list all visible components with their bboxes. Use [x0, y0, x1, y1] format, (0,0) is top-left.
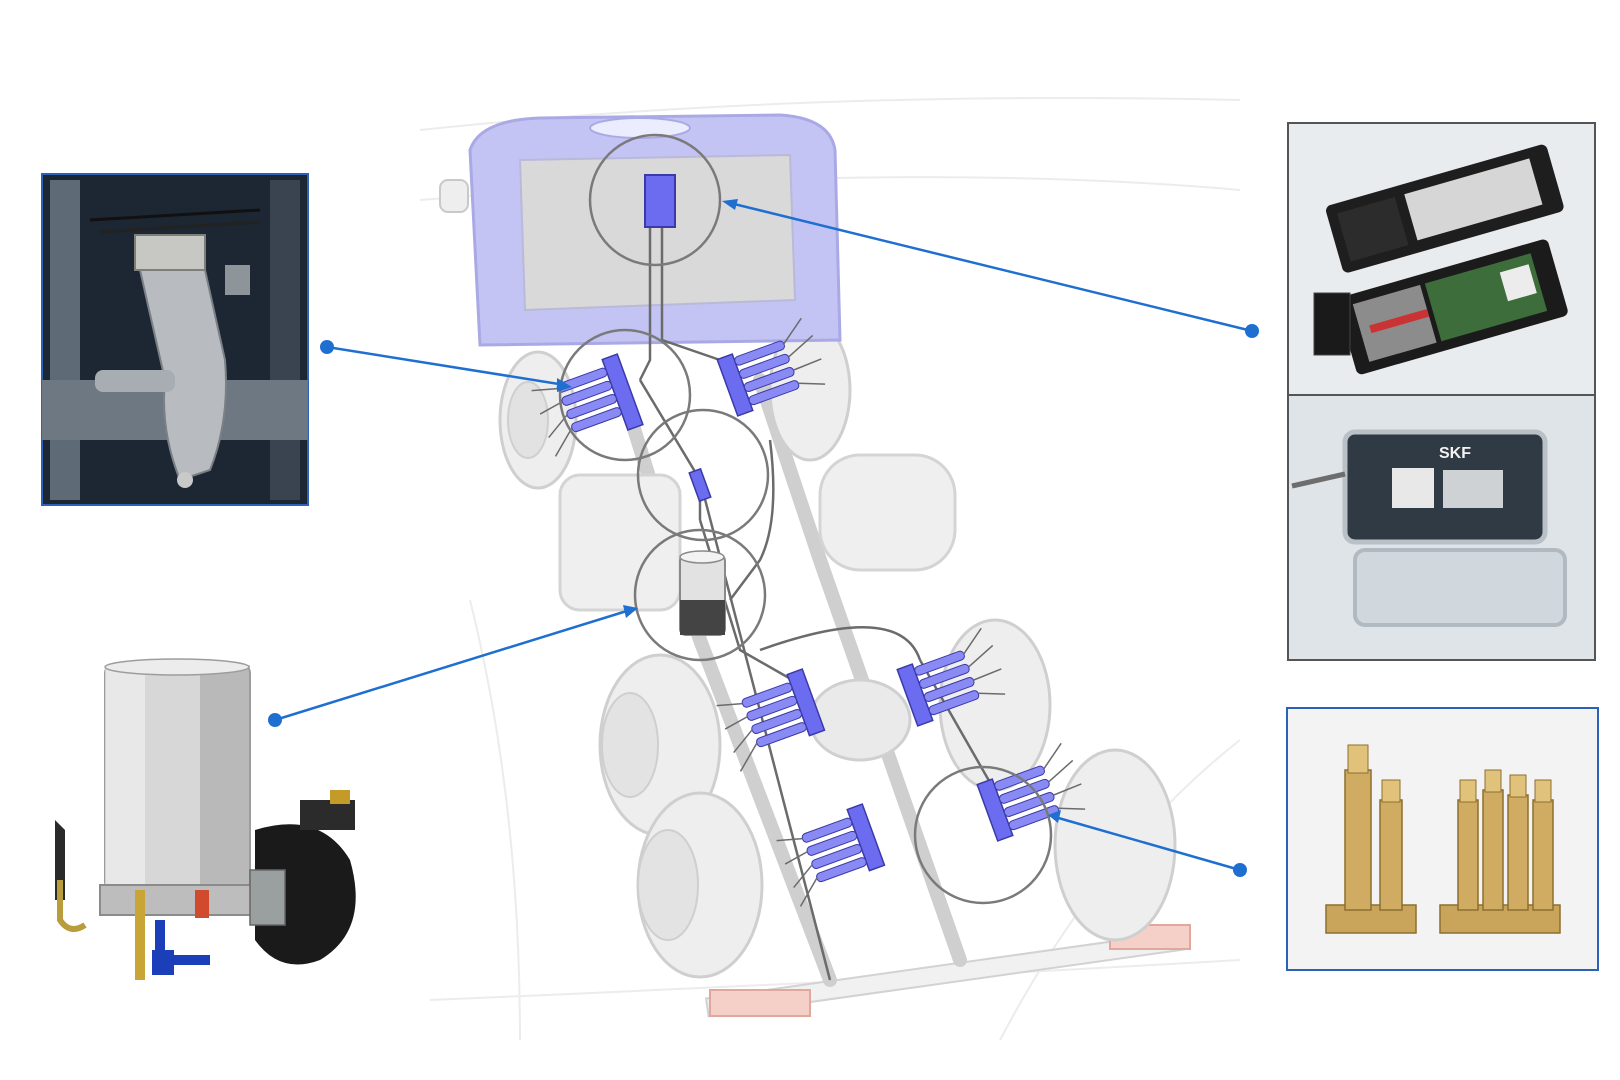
- dot-distributor: [1233, 863, 1247, 877]
- skf-brand-mark: SKF: [1439, 445, 1471, 462]
- arrowhead-distributor: [1048, 810, 1061, 823]
- arrowhead-pump-valve: [557, 378, 572, 392]
- leader-line-pump-valve: [326, 345, 566, 387]
- leader-arrowheads: [557, 199, 1061, 823]
- dot-grease-pump: [268, 713, 282, 727]
- controller-board: [1337, 239, 1568, 375]
- leader-line-distributor: [1054, 815, 1241, 872]
- progressive-distributor-photo: [1286, 707, 1599, 971]
- chassis-pump-canister: [679, 550, 726, 636]
- fuel-tank-left: [558, 473, 682, 612]
- rear-wheels-right-2: [1053, 748, 1177, 942]
- callout-circle-front-distributor: [558, 328, 692, 462]
- electronic-controller-photo: SKF: [1287, 122, 1596, 661]
- distributor-front-right: [716, 317, 826, 417]
- tail-light-left: [709, 989, 811, 1017]
- keypad-card: [1313, 292, 1351, 356]
- pump-valve-mechanism-photo: [41, 173, 309, 506]
- skf-display: [1392, 468, 1434, 508]
- distributor-rear-left-lower: [776, 803, 886, 907]
- callout-circles: [558, 133, 1053, 905]
- fuel-tank-right: [818, 453, 957, 572]
- dot-pump-valve: [320, 340, 334, 354]
- controller-lid: [1326, 144, 1564, 273]
- callout-circle-mid: [636, 408, 770, 542]
- distributor-rear-right-upper: [896, 627, 1006, 727]
- grease-pump-reservoir-photo: [55, 658, 356, 980]
- distributor-blocks: [531, 174, 1086, 907]
- truck-cab: [439, 113, 842, 347]
- leader-line-grease-pump: [274, 608, 631, 722]
- leader-dots: [268, 324, 1259, 877]
- skf-box-lid: [1353, 548, 1567, 627]
- frame-rail-right: [753, 373, 967, 967]
- distributor-block-right: [1439, 769, 1561, 934]
- callout-circle-rear-distributor: [913, 765, 1053, 905]
- cab-controller-box: [644, 174, 676, 228]
- rear-wheels-left-2: [636, 791, 764, 979]
- leader-lines: [274, 201, 1253, 872]
- callout-circle-pump: [633, 528, 767, 662]
- distributor-mid-small: [688, 467, 712, 503]
- distributor-block-left: [1325, 744, 1417, 934]
- leader-line-controller: [729, 201, 1253, 333]
- rear-axle-housing: [808, 678, 912, 762]
- skf-label: [1443, 470, 1503, 508]
- dot-controller: [1245, 324, 1259, 338]
- arrowhead-controller: [722, 199, 738, 210]
- distributor-rear-left-upper: [716, 668, 826, 772]
- arrowhead-grease-pump: [623, 605, 638, 618]
- callout-circle-controller: [588, 133, 722, 267]
- bolt-icon: [177, 472, 193, 488]
